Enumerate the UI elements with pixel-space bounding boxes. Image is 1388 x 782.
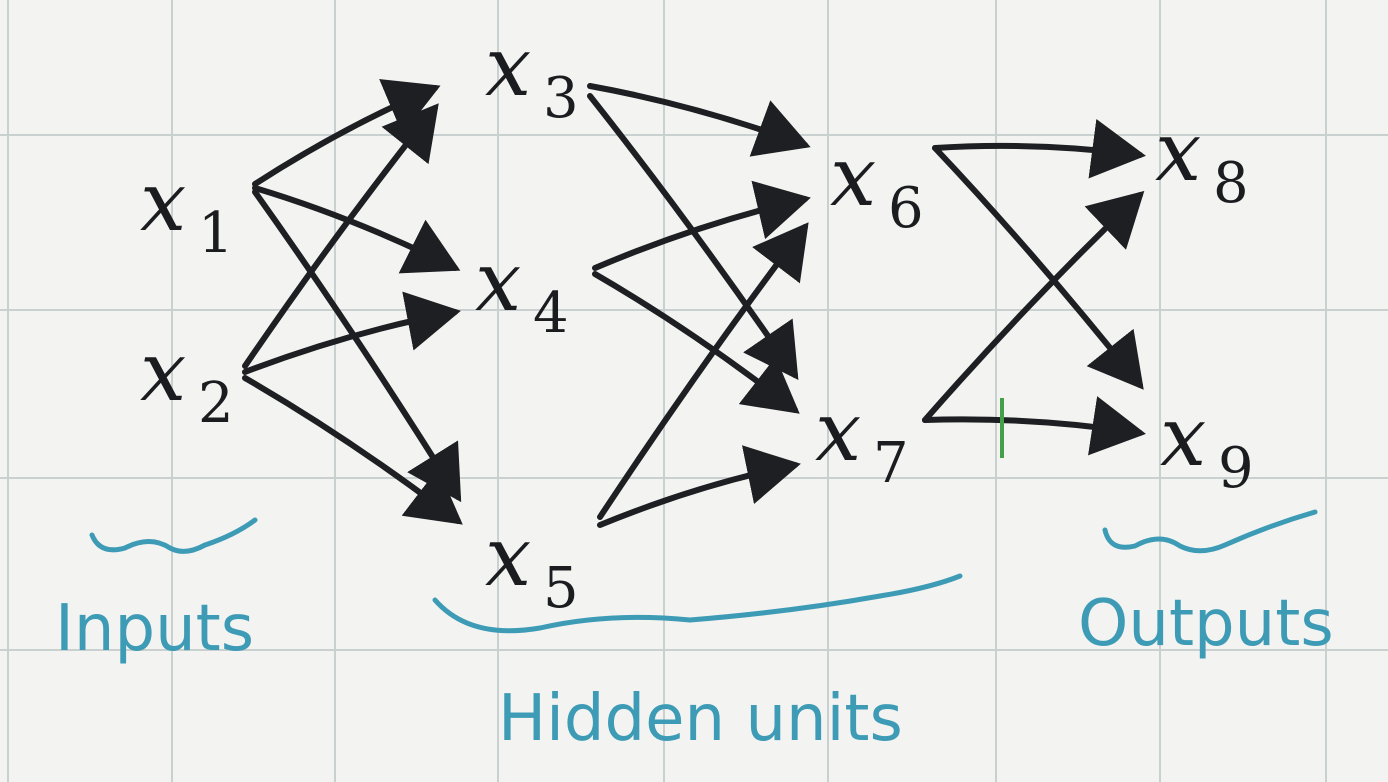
- edge-x6-x9: [932, 145, 1144, 390]
- node-variable: x: [815, 385, 861, 480]
- node-variable: x: [485, 20, 531, 115]
- edge-x1-x4: [252, 185, 461, 274]
- edge-x4-x7: [592, 271, 800, 414]
- inputs-brace: [89, 517, 258, 554]
- inputs-label: Inputs: [55, 592, 254, 666]
- edge-x5-x7: [597, 445, 801, 528]
- edge-x2-x4: [242, 291, 461, 375]
- edges-layer: [242, 79, 1146, 528]
- node-variable: x: [140, 155, 186, 250]
- node-subscript: 8: [1213, 151, 1249, 216]
- node-variable: x: [140, 325, 186, 420]
- node-variable: x: [1155, 105, 1201, 200]
- node-variable: x: [1160, 390, 1206, 485]
- edge-x1-x5: [252, 189, 462, 503]
- node-variable: x: [475, 235, 521, 330]
- outputs-brace: [1102, 509, 1318, 554]
- node-subscript: 7: [873, 431, 909, 496]
- hidden-units-label: Hidden units: [498, 682, 903, 756]
- hidden-units-brace: [432, 573, 963, 634]
- node-subscript: 2: [198, 371, 234, 436]
- edge-x7-x9: [922, 396, 1146, 456]
- node-variable: x: [485, 510, 531, 605]
- node-subscript: 3: [543, 66, 579, 131]
- edge-x4-x6: [592, 180, 811, 271]
- edge-x2-x5: [242, 375, 463, 525]
- node-subscript: 6: [888, 176, 924, 241]
- node-variable: x: [830, 130, 876, 225]
- node-subscript: 9: [1218, 436, 1254, 501]
- outputs-label: Outputs: [1078, 587, 1334, 661]
- node-subscript: 5: [543, 556, 579, 621]
- edge-x3-x6: [587, 83, 811, 157]
- node-subscript: 4: [533, 281, 569, 346]
- edge-x1-x3: [252, 79, 441, 187]
- edge-x7-x8: [922, 190, 1145, 423]
- edge-x5-x6: [597, 222, 809, 520]
- edge-x2-x3: [242, 103, 439, 369]
- node-subscript: 1: [198, 201, 234, 266]
- edge-x6-x8: [932, 118, 1146, 179]
